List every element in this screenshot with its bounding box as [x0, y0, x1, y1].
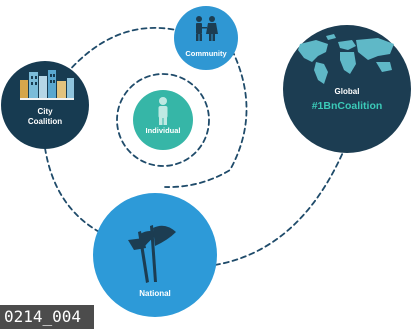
- individual-label: Individual: [145, 126, 180, 135]
- community-label: Community: [185, 49, 227, 58]
- community-circle: [174, 6, 238, 70]
- city-circle: [1, 61, 89, 149]
- city-label-line1: City: [37, 107, 53, 116]
- connector-community-arc: [164, 49, 248, 188]
- node-national[interactable]: National: [93, 193, 217, 317]
- city-label-line2: Coalition: [28, 117, 62, 126]
- node-individual[interactable]: Individual: [133, 90, 193, 150]
- city-buildings-icon: [20, 70, 74, 100]
- connector-city-community: [65, 26, 177, 75]
- world-map-icon: [298, 34, 394, 84]
- person-icon: [158, 97, 168, 125]
- node-global[interactable]: Global #1BnCoalition: [283, 25, 411, 153]
- connector-national-global: [214, 149, 345, 266]
- node-community[interactable]: Community: [174, 6, 238, 70]
- individual-circle: [133, 90, 193, 150]
- family-icon: [196, 16, 218, 41]
- image-caption: 0214_004: [0, 305, 94, 329]
- connector-city-national: [44, 147, 106, 236]
- global-label-line2: #1BnCoalition: [312, 100, 383, 112]
- global-label-line1: Global: [335, 87, 360, 96]
- flags-icon: [128, 225, 176, 283]
- individual-dashed-ring: [116, 73, 210, 167]
- national-label: National: [139, 289, 171, 298]
- connector-lines: [44, 26, 345, 266]
- node-city-coalition[interactable]: City Coalition: [1, 61, 89, 149]
